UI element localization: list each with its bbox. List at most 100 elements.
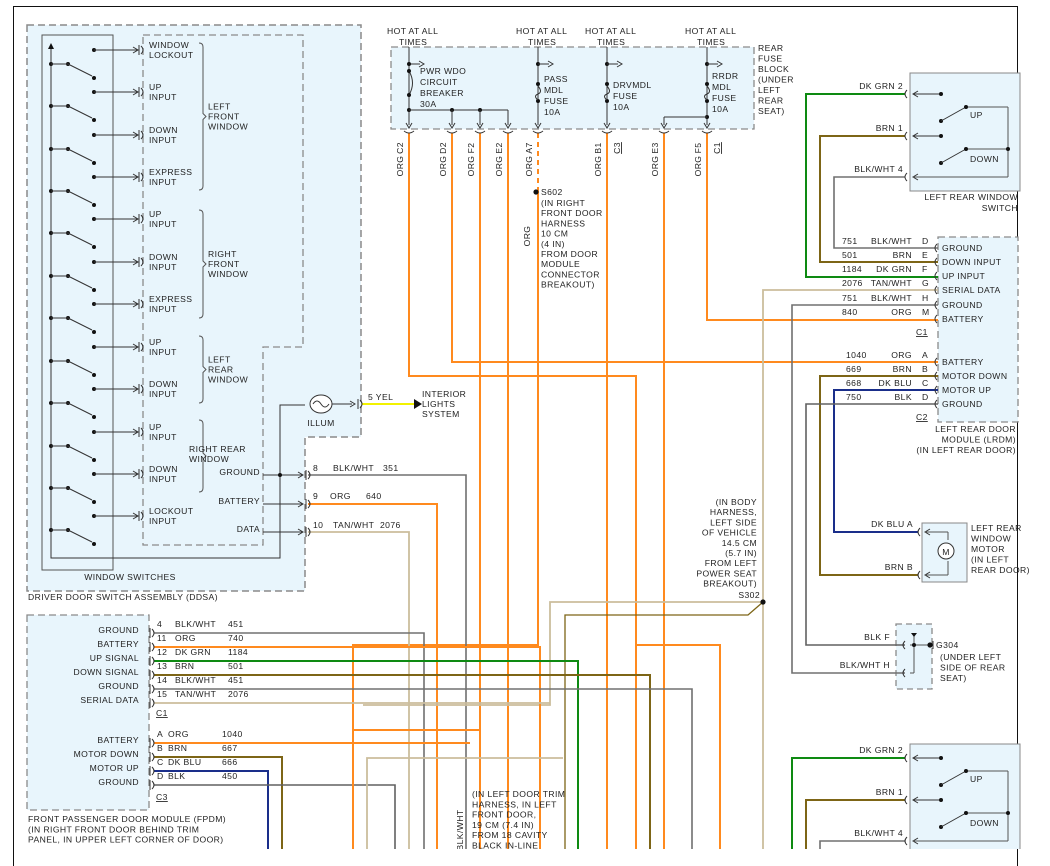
lrdm-c2-connector-icon <box>934 385 938 395</box>
lrdm-c1-pin: E <box>922 250 928 260</box>
fpdm-c1-color: BRN <box>175 661 194 671</box>
arrow-icon <box>616 60 623 68</box>
fpdm-c1-func: DOWN SIGNAL <box>73 667 139 677</box>
s302-desc: (5.7 IN) <box>725 548 757 558</box>
lrdm-c2-connector-icon <box>934 357 938 367</box>
ddsa-group-left-rear: LEFT <box>208 355 231 365</box>
hot-at-all-times-label: TIMES <box>697 37 725 47</box>
switch-output-arrow-icon <box>132 258 139 266</box>
s602-desc: FRONT DOOR <box>541 208 603 218</box>
fpdm-c1-connector-icon <box>151 656 155 666</box>
junction-dot <box>964 811 968 815</box>
s602-desc: (4 IN) <box>541 239 565 249</box>
switch-contact-dot <box>92 458 96 462</box>
s302-label: S302 <box>738 590 760 600</box>
lrdm-c2-pin: B <box>922 364 928 374</box>
switch-contact-dot <box>92 203 96 207</box>
rr-switch-pin-label: BRN 1 <box>876 787 903 797</box>
fpdm-c1-color: BLK/WHT <box>175 619 216 629</box>
fuse-pin-B1: B1 <box>593 142 603 153</box>
lrdm-c1-circuit: 751 <box>842 236 858 246</box>
s302-desc: FROM LEFT <box>705 558 758 568</box>
fpdm-c3-connector-icon <box>151 766 155 776</box>
motor-icon <box>937 542 955 560</box>
lrdm-c2-func: MOTOR DOWN <box>942 371 1007 381</box>
fuse-output-connector-icon <box>532 130 544 134</box>
lrdm-c2-circuit: 668 <box>846 378 862 388</box>
fuse-pin-F5: F5 <box>693 143 703 154</box>
fpdm-c3-func: GROUND <box>98 777 139 787</box>
fpdm-c1-connector-icon <box>151 684 155 694</box>
lrdm-c1-circuit: 1184 <box>842 264 862 274</box>
switch-contact-dot <box>92 161 96 165</box>
lrdm-c2-label: C2 <box>916 412 928 422</box>
lrdm-c1-circuit: 2076 <box>842 278 863 288</box>
ddsa-input-label: INPUT <box>149 474 177 484</box>
fpdm-c1-circuit: 451 <box>228 675 244 685</box>
junction-dot <box>605 99 609 103</box>
lrdm-c1-pin: H <box>922 293 929 303</box>
ddsa-input-label: INPUT <box>149 135 177 145</box>
fuse-conn-c1: C1 <box>712 142 722 154</box>
lr-motor-title: MOTOR <box>971 544 1005 554</box>
lrdm-c2-func: MOTOR UP <box>942 385 991 395</box>
s302-desc: 14.5 CM <box>722 538 757 548</box>
fpdm-c3-circuit: 450 <box>222 771 238 781</box>
motor-symbol: M <box>942 547 950 557</box>
breaker-label: 30A <box>420 99 437 109</box>
hot-at-all-times-label: TIMES <box>597 37 625 47</box>
switch-output-arrow-icon <box>132 131 139 139</box>
rear-fuse-block-label: (UNDER <box>758 75 794 85</box>
switch-lever <box>67 487 93 501</box>
fpdm-title: FRONT PASSENGER DOOR MODULE (FPDM) <box>28 814 226 824</box>
lrdm-c2-circuit: 750 <box>846 392 862 402</box>
fpdm-c3-pin: A <box>157 729 163 739</box>
hot-at-all-times-label: HOT AT ALL <box>516 26 567 36</box>
s302-second-branch <box>564 601 764 849</box>
lrdm-serial-tanwht-wire <box>762 289 938 849</box>
arrow-icon <box>297 471 304 479</box>
ld-trim-wire-label: BLK/WHT <box>455 809 465 849</box>
switch-output-arrow-icon <box>132 46 139 54</box>
junction-dot <box>939 92 943 96</box>
rrdr-mdl-fuse-label: 10A <box>712 104 729 114</box>
hot-at-all-times-label: TIMES <box>399 37 427 47</box>
lr-motor-title: (IN LEFT <box>971 555 1009 565</box>
switch-lever <box>67 105 93 119</box>
rear-fuse-block-label: FUSE <box>758 54 783 64</box>
fuse-output-arrow-icon <box>504 122 512 129</box>
line <box>940 770 967 786</box>
arrow-icon <box>716 60 723 68</box>
breaker-label: BREAKER <box>420 88 464 98</box>
switch-lever <box>67 190 93 204</box>
s602-desc: FROM DOOR <box>541 249 598 259</box>
ddsa-ground-return <box>50 404 305 559</box>
ld-trim-note: HARNESS, IN LEFT <box>472 799 557 809</box>
line <box>940 812 967 828</box>
fpdm-c1-circuit: 451 <box>228 619 244 629</box>
fpdm-c1-wire-451 <box>154 632 425 849</box>
lrdm-motor-up-dkblu-wire <box>833 389 938 533</box>
lrdm-c2-pin: C <box>922 378 929 388</box>
fpdm-c3-wire-450 <box>154 784 396 849</box>
fpdm-c1-color: ORG <box>175 633 196 643</box>
s302-tan-branch <box>363 601 763 706</box>
ddsa-input-label: INPUT <box>149 262 177 272</box>
ddsa-input-label: DOWN <box>149 464 178 474</box>
fpdm-c3-connector-icon <box>151 738 155 748</box>
fpdm-battery-feed-org <box>352 729 480 849</box>
lrdm-c2-pin: A <box>922 350 928 360</box>
lrdm-gnd-h-wire <box>791 304 938 674</box>
fpdm-c3-label: C3 <box>156 792 168 802</box>
dkgrn-rr-switch-wire <box>791 757 905 849</box>
ground-dot <box>927 642 933 648</box>
d2-org-wire-to-lrdm-battery <box>451 133 938 363</box>
lrdm-c2-color: BLK <box>895 392 912 402</box>
fuse-output-connector-icon <box>658 130 670 134</box>
fpdm-c3-connector-icon <box>151 752 155 762</box>
lr-switch-pin-label: DK GRN 2 <box>859 81 903 91</box>
junction-dot <box>1006 147 1010 151</box>
ddsa-input-connector-icon <box>140 511 144 521</box>
fpdm-c1-connector-icon <box>151 628 155 638</box>
ddsa-input-label: INPUT <box>149 516 177 526</box>
